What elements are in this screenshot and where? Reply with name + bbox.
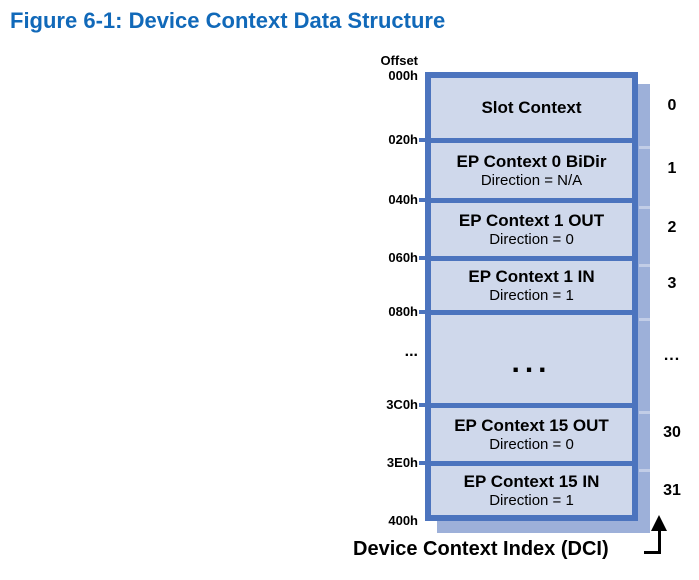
shadow-seam <box>639 206 650 209</box>
cell-title: EP Context 1 OUT <box>458 210 605 230</box>
dci-index-ellipsis: ... <box>663 347 681 364</box>
offset-label-040h: 040h <box>388 192 418 207</box>
dci-index-0: 0 <box>667 97 677 114</box>
context-cell-ep0-bidir: EP Context 0 BiDir Direction = N/A <box>431 143 632 198</box>
shadow-seam <box>639 469 650 472</box>
context-cell-ep1-out: EP Context 1 OUT Direction = 0 <box>431 203 632 256</box>
cell-subtitle: Direction = N/A <box>480 171 583 189</box>
context-cell-ep15-in: EP Context 15 IN Direction = 1 <box>431 466 632 515</box>
offset-tick <box>419 403 426 407</box>
offset-tick <box>419 138 426 142</box>
shadow-seam <box>639 146 650 149</box>
context-cell-ellipsis: ... <box>431 315 632 403</box>
dci-footer-label: Device Context Index (DCI) <box>353 538 609 560</box>
offset-label-3E0h: 3E0h <box>386 455 418 470</box>
offset-label-ellipsis: ... <box>404 343 418 360</box>
cell-title: Slot Context <box>481 98 582 117</box>
cell-title: EP Context 0 BiDir <box>456 151 607 171</box>
dci-arrow-line-horizontal <box>644 551 659 554</box>
offset-label-020h: 020h <box>388 132 418 147</box>
offset-label-060h: 060h <box>388 250 418 265</box>
cell-title: ... <box>511 346 552 379</box>
offset-label-3C0h: 3C0h <box>386 397 418 412</box>
shadow-seam <box>639 411 650 414</box>
dci-index-30: 30 <box>663 424 681 441</box>
dci-index-1: 1 <box>667 160 677 177</box>
cell-title: EP Context 15 IN <box>463 471 600 491</box>
context-cell-slot: Slot Context <box>431 78 632 138</box>
offset-column-header: Offset <box>380 53 418 68</box>
dci-arrow-up-icon <box>651 515 667 531</box>
offset-label-080h: 080h <box>388 304 418 319</box>
dci-index-31: 31 <box>663 482 681 499</box>
shadow-seam <box>639 264 650 267</box>
device-context-box: Slot Context EP Context 0 BiDir Directio… <box>425 72 638 521</box>
offset-tick <box>419 198 426 202</box>
dci-arrow-line-vertical <box>658 530 661 554</box>
dci-index-3: 3 <box>667 275 677 292</box>
shadow-seam <box>639 318 650 321</box>
context-cell-ep1-in: EP Context 1 IN Direction = 1 <box>431 261 632 310</box>
cell-subtitle: Direction = 0 <box>489 435 574 453</box>
offset-label-400h: 400h <box>388 513 418 528</box>
offset-tick <box>419 461 426 465</box>
cell-title: EP Context 1 IN <box>468 266 595 286</box>
cell-subtitle: Direction = 1 <box>489 286 574 304</box>
cell-subtitle: Direction = 0 <box>489 230 574 248</box>
offset-tick <box>419 310 426 314</box>
figure-title: Figure 6-1: Device Context Data Structur… <box>10 8 446 33</box>
offset-label-000h: 000h <box>388 68 418 83</box>
offset-tick <box>419 256 426 260</box>
context-cell-ep15-out: EP Context 15 OUT Direction = 0 <box>431 408 632 461</box>
dci-index-2: 2 <box>667 219 677 236</box>
cell-title: EP Context 15 OUT <box>454 415 609 435</box>
cell-subtitle: Direction = 1 <box>489 491 574 509</box>
